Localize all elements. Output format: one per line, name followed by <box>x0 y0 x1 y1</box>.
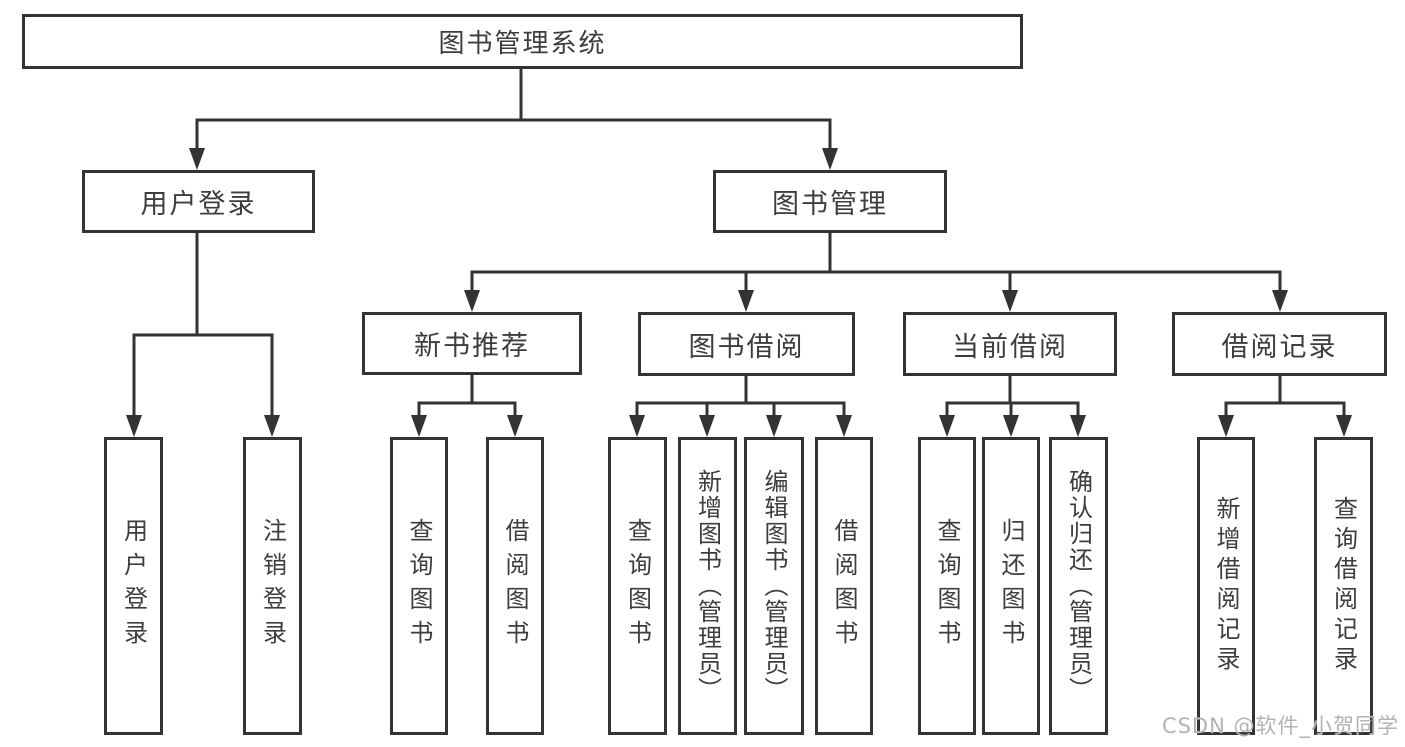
leaf-borrow-books-recommend: 借阅图书 <box>486 437 544 735</box>
leaf-query-books-recommend: 查询图书 <box>390 437 448 735</box>
node-user-login: 用户登录 <box>82 170 315 233</box>
node-borrow-records: 借阅记录 <box>1172 312 1387 376</box>
node-label: 确认归还（管理员） <box>1064 469 1093 703</box>
leaf-return-books: 归还图书 <box>982 437 1040 735</box>
arrowhead <box>189 148 205 170</box>
csdn-watermark: CSDN @软件_小贺同学 <box>1161 714 1399 738</box>
arrowhead <box>1336 415 1352 437</box>
node-current-borrow: 当前借阅 <box>903 312 1117 376</box>
node-new-book-recommend: 新书推荐 <box>362 312 582 375</box>
leaf-confirm-return-admin: 确认归还（管理员） <box>1049 437 1108 735</box>
arrowhead <box>1272 290 1288 312</box>
node-label: 查询借阅记录 <box>1329 496 1358 676</box>
node-label: 用户登录 <box>140 189 257 220</box>
leaf-query-books-current: 查询图书 <box>918 437 976 735</box>
node-root-system: 图书管理系统 <box>22 14 1023 69</box>
arrowhead <box>411 415 427 437</box>
leaf-edit-books-admin: 编辑图书（管理员） <box>744 437 804 735</box>
node-book-management: 图书管理 <box>713 170 947 233</box>
arrowhead <box>507 415 523 437</box>
arrowhead <box>699 415 715 437</box>
arrowhead <box>629 415 645 437</box>
leaf-user-login: 用户登录 <box>104 437 163 735</box>
arrowhead <box>766 415 782 437</box>
arrowhead <box>1070 415 1086 437</box>
arrowhead <box>939 415 955 437</box>
node-book-borrow: 图书借阅 <box>638 312 855 376</box>
node-label: 归还图书 <box>997 518 1025 654</box>
node-label: 用户登录 <box>119 518 148 654</box>
leaf-query-borrow-record: 查询借阅记录 <box>1314 437 1373 735</box>
node-label: 借阅图书 <box>830 518 858 654</box>
leaf-query-books-borrow: 查询图书 <box>608 437 667 735</box>
arrowhead <box>126 415 142 437</box>
node-label: 注销登录 <box>258 518 287 654</box>
arrowhead <box>1218 415 1234 437</box>
arrowhead <box>464 290 480 312</box>
node-label: 编辑图书（管理员） <box>760 469 788 703</box>
arrowhead <box>822 148 838 170</box>
leaf-borrow-books: 借阅图书 <box>815 437 873 735</box>
node-label: 借阅记录 <box>1221 331 1338 363</box>
node-label: 图书管理 <box>772 189 888 220</box>
arrowhead <box>264 415 280 437</box>
leaf-add-books-admin: 新增图书（管理员） <box>678 437 737 735</box>
node-label: 借阅图书 <box>501 518 529 654</box>
arrowhead <box>738 290 754 312</box>
node-label: 新书推荐 <box>414 331 530 362</box>
node-label: 当前借阅 <box>952 331 1068 363</box>
leaf-logout: 注销登录 <box>243 437 302 735</box>
node-label: 查询图书 <box>623 518 652 654</box>
node-label: 图书借阅 <box>688 331 805 363</box>
leaf-add-borrow-record: 新增借阅记录 <box>1197 437 1255 735</box>
arrowhead <box>1002 290 1018 312</box>
node-label: 新增图书（管理员） <box>693 469 722 703</box>
node-label: 查询图书 <box>405 518 433 654</box>
arrowhead <box>1003 415 1019 437</box>
node-label: 新增借阅记录 <box>1212 496 1240 676</box>
arrowhead <box>836 415 852 437</box>
node-label: 图书管理系统 <box>438 29 607 59</box>
node-label: 查询图书 <box>933 518 961 654</box>
